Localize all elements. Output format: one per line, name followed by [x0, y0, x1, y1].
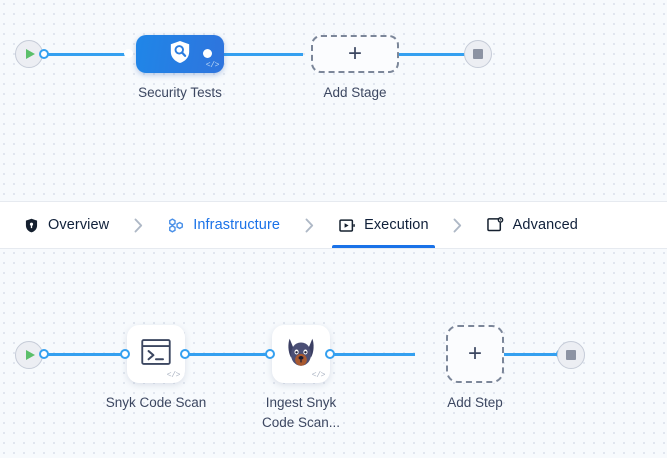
stage-node-body[interactable]: </>: [136, 35, 224, 73]
execution-end-node[interactable]: [557, 341, 585, 369]
pipeline-end-node[interactable]: [464, 40, 492, 68]
tab-execution-label: Execution: [364, 217, 429, 233]
chevron-right-icon-3: [441, 202, 475, 248]
add-step-button[interactable]: +: [446, 325, 504, 383]
port-ingest-output[interactable]: [325, 349, 335, 359]
execution-start-node[interactable]: [15, 341, 43, 369]
pipeline-config-tabs: Overview Infrastructure: [0, 201, 667, 249]
tab-execution[interactable]: Execution: [326, 202, 441, 248]
play-icon: [26, 350, 35, 360]
code-badge: </>: [311, 371, 326, 380]
step-node-snyk-code-scan[interactable]: </> Snyk Code Scan: [96, 325, 216, 413]
edge-snyk-code-scan-to-ingest: [185, 353, 275, 356]
tab-advanced[interactable]: Advanced: [475, 202, 590, 248]
port-security-tests-input[interactable]: [124, 49, 133, 58]
step-node-body[interactable]: </>: [127, 325, 185, 383]
terminal-icon: [141, 338, 171, 370]
port-ingest-input[interactable]: [265, 349, 275, 359]
infrastructure-icon: [167, 216, 185, 234]
edge-start-to-security-tests: [30, 53, 130, 56]
advanced-gear-icon: [487, 216, 505, 234]
edge-start-to-snyk-code-scan: [30, 353, 125, 356]
play-icon: [26, 49, 35, 59]
stop-icon: [473, 49, 483, 59]
tab-infrastructure-label: Infrastructure: [193, 217, 281, 233]
tab-active-underline: [332, 245, 435, 248]
step-node-label: Ingest Snyk Code Scan...: [261, 395, 341, 430]
port-exec-start-output[interactable]: [39, 349, 49, 359]
port-security-tests-output[interactable]: [203, 49, 212, 58]
shield-icon: [22, 216, 40, 234]
add-stage-button[interactable]: +: [311, 35, 399, 73]
add-stage-label: Add Stage: [323, 85, 387, 100]
add-stage-node[interactable]: + Add Stage: [295, 35, 415, 103]
add-step-node[interactable]: + Add Step: [415, 325, 535, 413]
plus-icon: +: [347, 40, 362, 67]
step-node-label: Snyk Code Scan: [105, 395, 207, 410]
execution-icon: [338, 216, 356, 234]
edge-add-step-to-end: [473, 353, 563, 356]
edge-security-tests-to-add-stage: [208, 53, 303, 56]
tab-infrastructure[interactable]: Infrastructure: [155, 202, 292, 248]
code-badge: </>: [205, 61, 220, 70]
stages-canvas[interactable]: </> Security Tests + Add Stage: [0, 0, 667, 201]
shield-search-icon: [169, 40, 191, 69]
add-step-label: Add Step: [447, 395, 503, 410]
port-start-output[interactable]: [39, 49, 49, 59]
step-node-ingest-snyk-code-scan[interactable]: </> Ingest Snyk Code Scan...: [241, 325, 361, 432]
tab-overview-label: Overview: [48, 217, 110, 233]
chevron-right-icon-1: [121, 202, 155, 248]
snyk-dog-icon: [284, 335, 318, 374]
stop-icon: [566, 350, 576, 360]
edge-add-stage-to-end: [373, 53, 473, 56]
port-snyk-code-scan-output[interactable]: [180, 349, 190, 359]
tab-advanced-label: Advanced: [512, 217, 578, 233]
steps-canvas[interactable]: </> Snyk Code Scan: [0, 249, 667, 458]
edge-ingest-to-add-step: [330, 353, 415, 356]
stage-node-security-tests[interactable]: </> Security Tests: [120, 35, 240, 103]
chevron-right-icon-2: [292, 202, 326, 248]
code-badge: </>: [166, 371, 181, 380]
port-snyk-code-scan-input[interactable]: [120, 349, 130, 359]
step-node-body[interactable]: </>: [272, 325, 330, 383]
tab-overview[interactable]: Overview: [10, 202, 121, 248]
stage-node-label: Security Tests: [138, 85, 222, 100]
plus-icon: +: [467, 340, 482, 367]
